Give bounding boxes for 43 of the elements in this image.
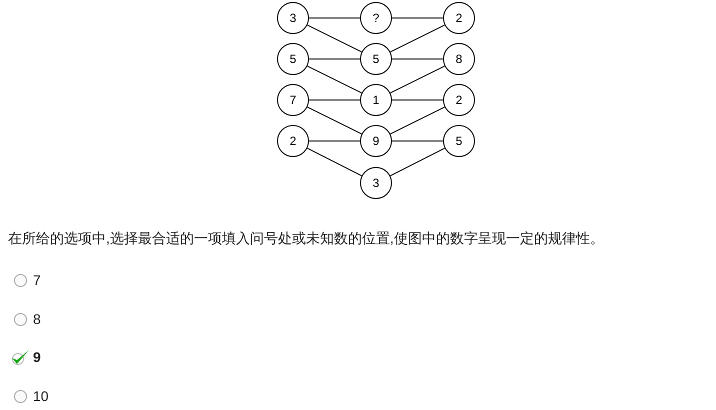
number: 9	[372, 135, 380, 147]
number: 1	[372, 94, 380, 106]
number-circle	[277, 2, 309, 34]
number: 3	[372, 177, 380, 189]
number: ?	[372, 12, 380, 24]
number: 7	[290, 94, 296, 106]
number-circle	[360, 43, 392, 75]
number-circle	[443, 2, 475, 34]
connector-line	[306, 66, 362, 94]
connector-line	[306, 106, 362, 134]
number-circle	[277, 84, 309, 116]
number: 2	[456, 94, 462, 106]
connector-line	[308, 140, 360, 142]
connector-line	[306, 148, 362, 176]
connector-line	[308, 58, 360, 60]
number-circle	[360, 125, 392, 157]
number-circle	[277, 43, 309, 75]
option-label: 8	[33, 311, 41, 327]
number-circle	[443, 125, 475, 157]
connector-line	[390, 106, 446, 134]
connector-line	[390, 24, 446, 52]
connector-line	[392, 140, 444, 142]
connector-line	[392, 58, 444, 60]
number: 5	[290, 53, 296, 65]
number: 3	[290, 12, 296, 24]
number-circle	[360, 2, 392, 34]
number: 8	[456, 53, 462, 65]
connector-line	[390, 148, 446, 176]
number: 2	[456, 12, 462, 24]
option-label: 10	[33, 388, 49, 404]
number-circle	[360, 84, 392, 116]
number: 2	[290, 135, 296, 147]
number-circle	[360, 167, 392, 199]
question-text: 在所给的选项中,选择最合适的一项填入问号处或未知数的位置,使图中的数字呈现一定的规律性。	[8, 230, 604, 248]
number-circle	[443, 43, 475, 75]
option-label: 7	[33, 272, 41, 288]
connector-line	[390, 66, 446, 94]
number: 5	[372, 53, 380, 65]
number-circle	[277, 125, 309, 157]
option-label: 9	[33, 349, 41, 365]
number-circle	[443, 84, 475, 116]
connector-line	[306, 24, 362, 52]
number: 5	[456, 135, 462, 147]
